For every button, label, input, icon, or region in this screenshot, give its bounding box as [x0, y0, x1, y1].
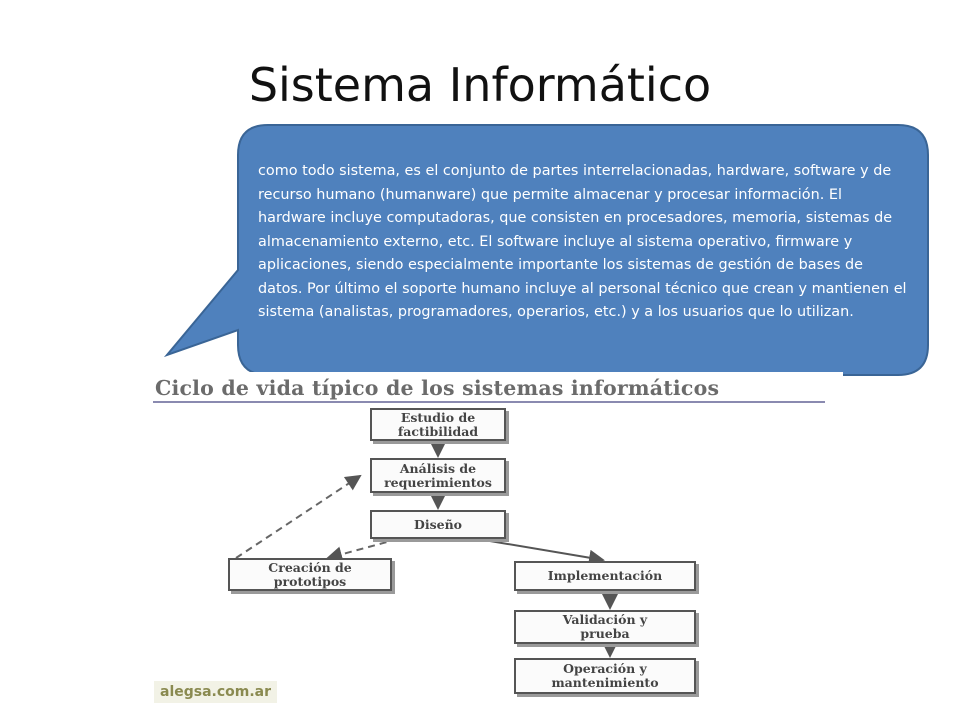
arrow-diseno-implementacion — [477, 538, 605, 566]
node-operacion-mantenimiento: Operación y mantenimiento — [514, 658, 696, 694]
lifecycle-diagram: Ciclo de vida típico de los sistemas inf… — [148, 372, 843, 712]
node-implementacion: Implementación — [514, 561, 696, 591]
node-creacion-prototipos: Creación de prototipos — [228, 558, 392, 591]
diagram-arrows — [235, 441, 618, 658]
node-estudio-factibilidad: Estudio de factibilidad — [370, 408, 506, 441]
node-analisis-requerimientos: Análisis de requerimientos — [370, 458, 506, 493]
node-diseno: Diseño — [370, 510, 506, 539]
node-validacion-prueba: Validación y prueba — [514, 610, 696, 644]
arrow-prototipos-analisis — [235, 474, 362, 559]
callout-text: como todo sistema, es el conjunto de par… — [258, 163, 907, 320]
diagram-title-underline — [153, 401, 825, 403]
source-watermark: alegsa.com.ar — [154, 681, 278, 703]
slide-title: Sistema Informático — [248, 58, 712, 112]
arrow-diseno-prototipos — [326, 538, 399, 563]
diagram-title: Ciclo de vida típico de los sistemas inf… — [155, 376, 720, 400]
